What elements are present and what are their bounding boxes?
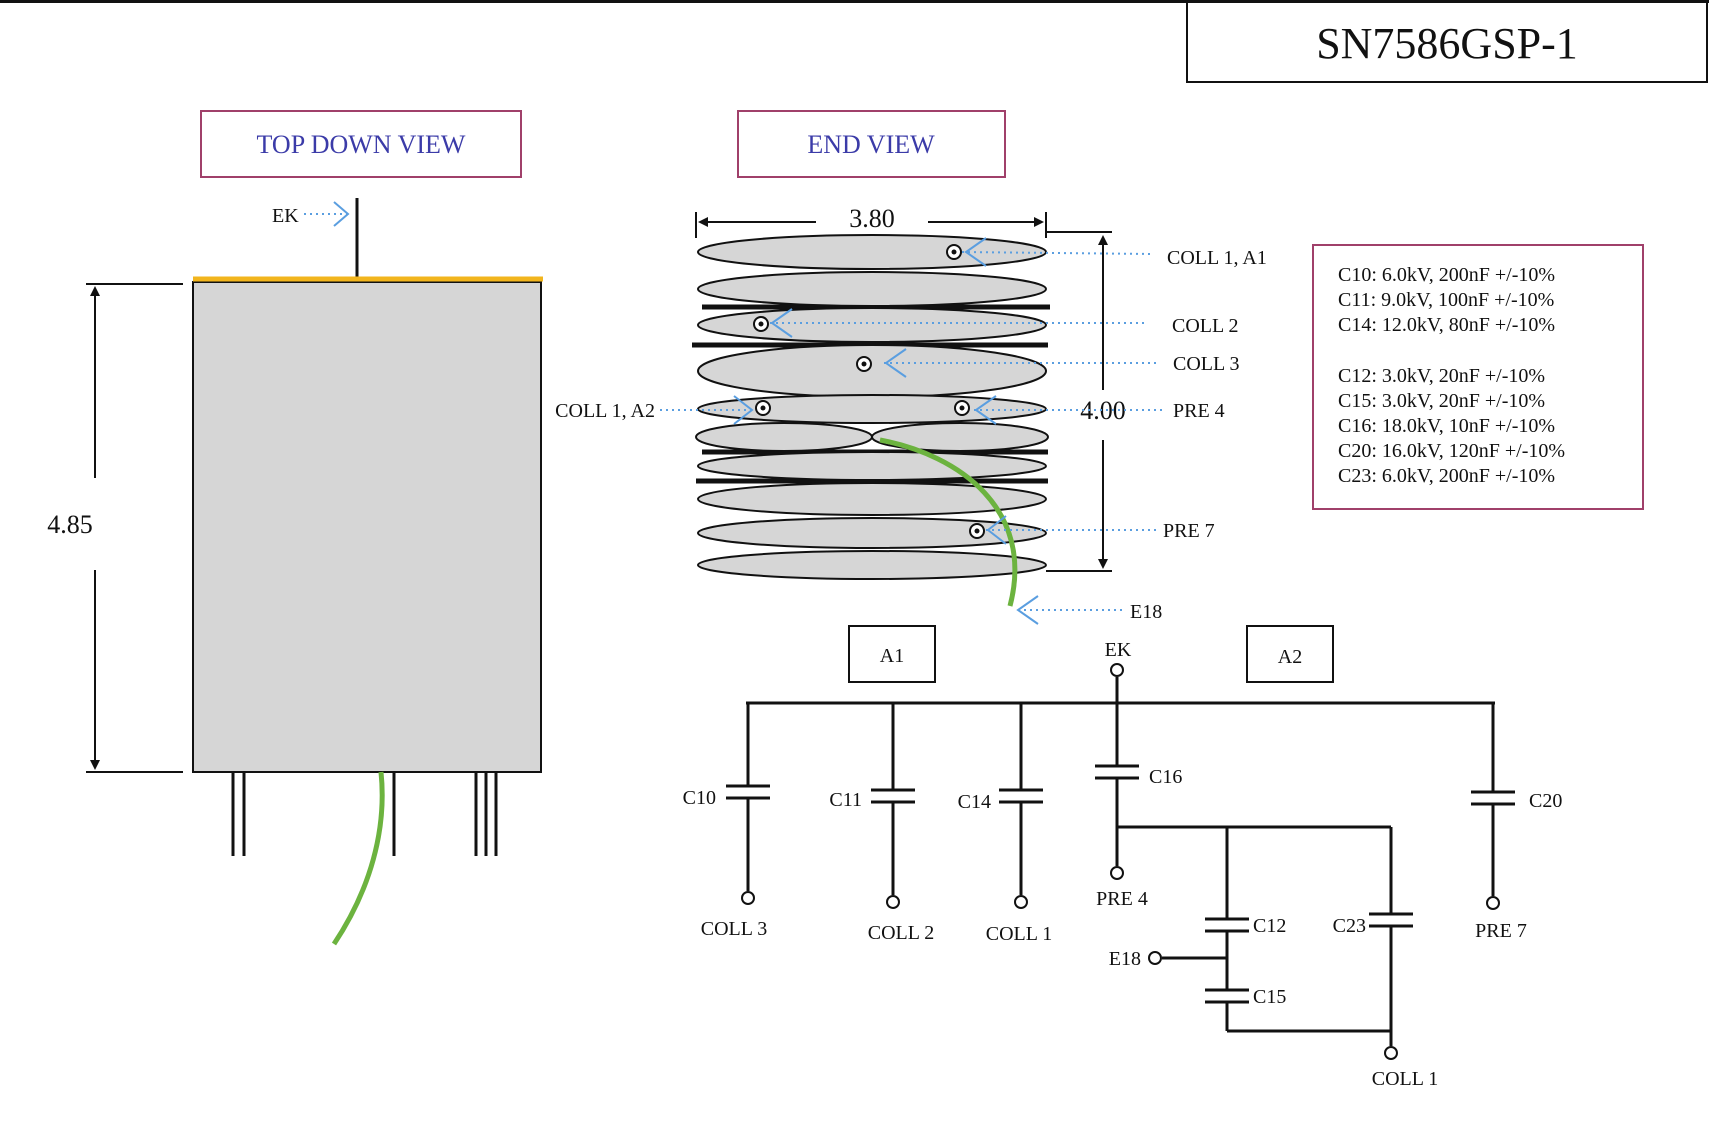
ek-arrow-icon (333, 201, 350, 227)
label-coll3: COLL 3 (701, 918, 767, 940)
end-view: 3.80 4.00 (555, 204, 1267, 625)
label-coll1-a1: COLL 1, A1 (1167, 247, 1267, 269)
capacitor-disc (697, 550, 1047, 580)
callout-arrow-icon (884, 348, 907, 378)
label-coll1-bottom: COLL 1 (1372, 1068, 1438, 1090)
ek-label: EK (272, 205, 299, 227)
box-a2 (1246, 625, 1334, 683)
capacitor-disc-split-right (871, 422, 1049, 452)
schematic-labels: A1 A2 EK C10 C11 C14 C16 C20 C12 C23 C15… (683, 639, 1563, 1090)
width-dimension: 3.80 (849, 204, 895, 233)
label-c10: C10 (683, 787, 716, 809)
label-c16: C16 (1149, 766, 1182, 788)
terminal-open-icon (1384, 1046, 1398, 1060)
spec-line: C15: 3.0kV, 20nF +/-10% (1338, 390, 1545, 412)
label-c23: C23 (1333, 915, 1366, 937)
label-a1: A1 (880, 645, 904, 667)
capacitor-disc (697, 271, 1047, 307)
label-coll2: COLL 2 (1172, 315, 1238, 337)
label-e18: E18 (1109, 948, 1141, 970)
spec-line: C11: 9.0kV, 100nF +/-10% (1338, 289, 1554, 311)
terminal-open-icon (1110, 866, 1124, 880)
label-c11: C11 (829, 789, 862, 811)
module-body (192, 281, 542, 773)
capacitor-disc-split-left (695, 422, 873, 452)
label-c20: C20 (1529, 790, 1562, 812)
label-coll3: COLL 3 (1173, 353, 1239, 375)
terminal-dot-icon (856, 356, 872, 372)
label-coll1-a2: COLL 1, A2 (555, 400, 655, 422)
label-ek: EK (1105, 639, 1132, 661)
label-a2: A2 (1278, 646, 1302, 668)
terminal-open-icon (1486, 896, 1500, 910)
capacitor-disc (697, 307, 1047, 343)
terminal-open-icon (741, 891, 755, 905)
callout-arrow-icon (986, 515, 1007, 545)
callout-arrow-icon (964, 237, 987, 267)
terminal-open-icon (886, 895, 900, 909)
top-down-view: EK 4.85 (47, 198, 543, 946)
label-coll1: COLL 1 (986, 923, 1052, 945)
capacitor-spec-box: C10: 6.0kV, 200nF +/-10% C11: 9.0kV, 100… (1312, 244, 1644, 510)
spec-line: C12: 3.0kV, 20nF +/-10% (1338, 365, 1545, 387)
callout-arrow-icon (733, 395, 754, 425)
terminal-open-icon (1148, 951, 1162, 965)
label-c15: C15 (1253, 986, 1286, 1008)
capacitor-disc (697, 344, 1047, 398)
spec-line: C14: 12.0kV, 80nF +/-10% (1338, 314, 1555, 336)
label-e18: E18 (1130, 601, 1162, 623)
box-a1 (848, 625, 936, 683)
spec-box-border (1312, 244, 1644, 510)
callout-arrow-icon (770, 308, 793, 338)
label-pre7: PRE 7 (1163, 520, 1215, 542)
callout-pointer (961, 251, 1151, 255)
label-pre4: PRE 4 (1096, 888, 1148, 910)
spec-line: C10: 6.0kV, 200nF +/-10% (1338, 264, 1555, 286)
schematic (726, 625, 1515, 1060)
terminal-dot-icon (946, 244, 962, 260)
title-block (1186, 0, 1708, 83)
part-number-title: SN7586GSP-1 (1316, 19, 1578, 68)
capacitor-disc (697, 517, 1047, 549)
top-down-view-box (200, 110, 522, 178)
end-view-label: END VIEW (807, 130, 935, 159)
label-c14: C14 (958, 791, 991, 813)
callout-arrow-icon (1016, 595, 1039, 625)
spec-line: C16: 18.0kV, 10nF +/-10% (1338, 415, 1555, 437)
terminal-dot-icon (954, 400, 970, 416)
spec-line: C20: 16.0kV, 120nF +/-10% (1338, 440, 1565, 462)
green-lead-wire (879, 437, 1018, 607)
terminal-open-icon (1014, 895, 1028, 909)
terminal-open-icon (1110, 663, 1124, 677)
terminal-dot-icon (969, 523, 985, 539)
label-coll2: COLL 2 (868, 922, 934, 944)
capacitor-disc (697, 482, 1047, 516)
height-dimension: 4.85 (47, 510, 93, 539)
green-lead-wire (331, 771, 385, 946)
terminal-dot-icon (753, 316, 769, 332)
callout-arrow-icon (974, 395, 997, 425)
top-down-view-label: TOP DOWN VIEW (257, 130, 466, 159)
end-view-box (737, 110, 1006, 178)
capacitor-disc (697, 451, 1047, 481)
spec-line: C23: 6.0kV, 200nF +/-10% (1338, 465, 1555, 487)
label-pre7: PRE 7 (1475, 920, 1527, 942)
capacitor-disc (697, 234, 1047, 270)
terminal-dot-icon (755, 400, 771, 416)
label-pre4: PRE 4 (1173, 400, 1225, 422)
label-c12: C12 (1253, 915, 1286, 937)
